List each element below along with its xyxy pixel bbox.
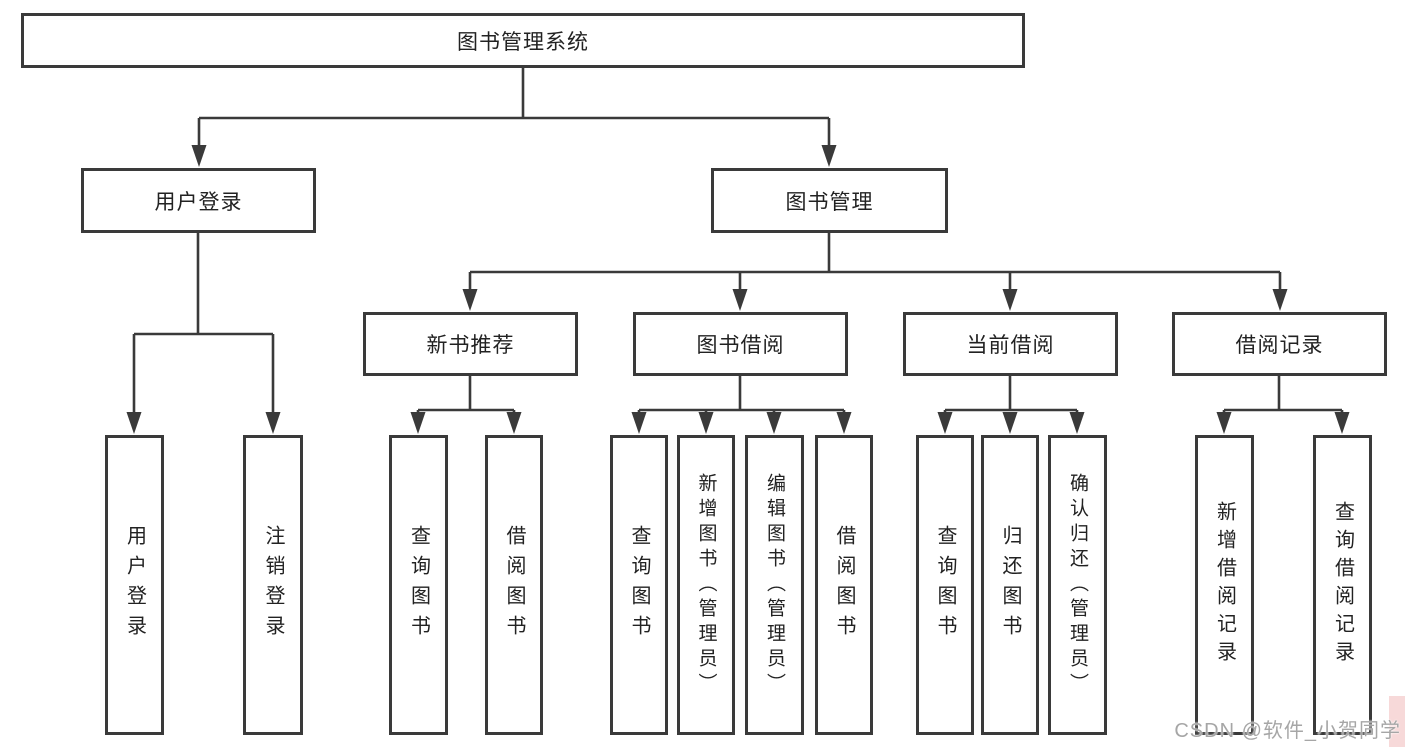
leaf-borrow-book-label: 借阅图书 xyxy=(833,525,855,645)
leaf-borrow-book: 借阅图书 xyxy=(815,435,873,735)
leaf-add-book-admin-label: 新增图书（管理员） xyxy=(695,472,717,698)
node-book-management: 图书管理 xyxy=(711,168,948,233)
leaf-logout-label: 注销登录 xyxy=(262,525,284,645)
leaf-query-borrow-record: 查询借阅记录 xyxy=(1313,435,1372,735)
leaf-query-book-borrow-label: 查询图书 xyxy=(628,525,650,645)
leaf-logout: 注销登录 xyxy=(243,435,303,735)
leaf-add-book-admin: 新增图书（管理员） xyxy=(677,435,735,735)
leaf-edit-book-admin: 编辑图书（管理员） xyxy=(745,435,804,735)
leaf-query-book-borrow: 查询图书 xyxy=(610,435,668,735)
leaf-add-borrow-record-label: 新增借阅记录 xyxy=(1213,501,1236,669)
leaf-return-book: 归还图书 xyxy=(981,435,1039,735)
leaf-confirm-return-admin: 确认归还（管理员） xyxy=(1048,435,1107,735)
node-borrow-records-label: 借阅记录 xyxy=(1235,334,1324,357)
node-book-borrow: 图书借阅 xyxy=(633,312,848,376)
leaf-query-book-recommend: 查询图书 xyxy=(389,435,448,735)
node-current-borrow: 当前借阅 xyxy=(903,312,1118,376)
leaf-add-borrow-record: 新增借阅记录 xyxy=(1195,435,1254,735)
node-new-book-recommend: 新书推荐 xyxy=(363,312,578,376)
watermark-corner-tint xyxy=(1389,696,1405,747)
node-book-borrow-label: 图书借阅 xyxy=(696,334,785,357)
node-new-book-recommend-label: 新书推荐 xyxy=(426,334,515,357)
node-root: 图书管理系统 xyxy=(21,13,1025,68)
leaf-confirm-return-admin-label: 确认归还（管理员） xyxy=(1067,472,1088,698)
leaf-borrow-book-recommend-label: 借阅图书 xyxy=(503,525,525,645)
leaf-borrow-book-recommend: 借阅图书 xyxy=(485,435,543,735)
node-user-login-label: 用户登录 xyxy=(154,190,243,214)
leaf-query-book-recommend-label: 查询图书 xyxy=(407,525,430,645)
leaf-edit-book-admin-label: 编辑图书（管理员） xyxy=(764,472,785,698)
leaf-return-book-label: 归还图书 xyxy=(999,525,1021,645)
node-root-label: 图书管理系统 xyxy=(457,30,589,54)
leaf-query-book-current-label: 查询图书 xyxy=(934,525,956,645)
leaf-user-login-label: 用户登录 xyxy=(123,525,146,645)
csdn-watermark: CSDN @软件_小贺同学 xyxy=(1174,720,1401,742)
node-book-management-label: 图书管理 xyxy=(785,190,874,214)
leaf-query-book-current: 查询图书 xyxy=(916,435,974,735)
node-borrow-records: 借阅记录 xyxy=(1172,312,1387,376)
leaf-user-login: 用户登录 xyxy=(105,435,164,735)
node-user-login: 用户登录 xyxy=(81,168,316,233)
leaf-query-borrow-record-label: 查询借阅记录 xyxy=(1331,501,1354,669)
node-current-borrow-label: 当前借阅 xyxy=(966,334,1055,357)
